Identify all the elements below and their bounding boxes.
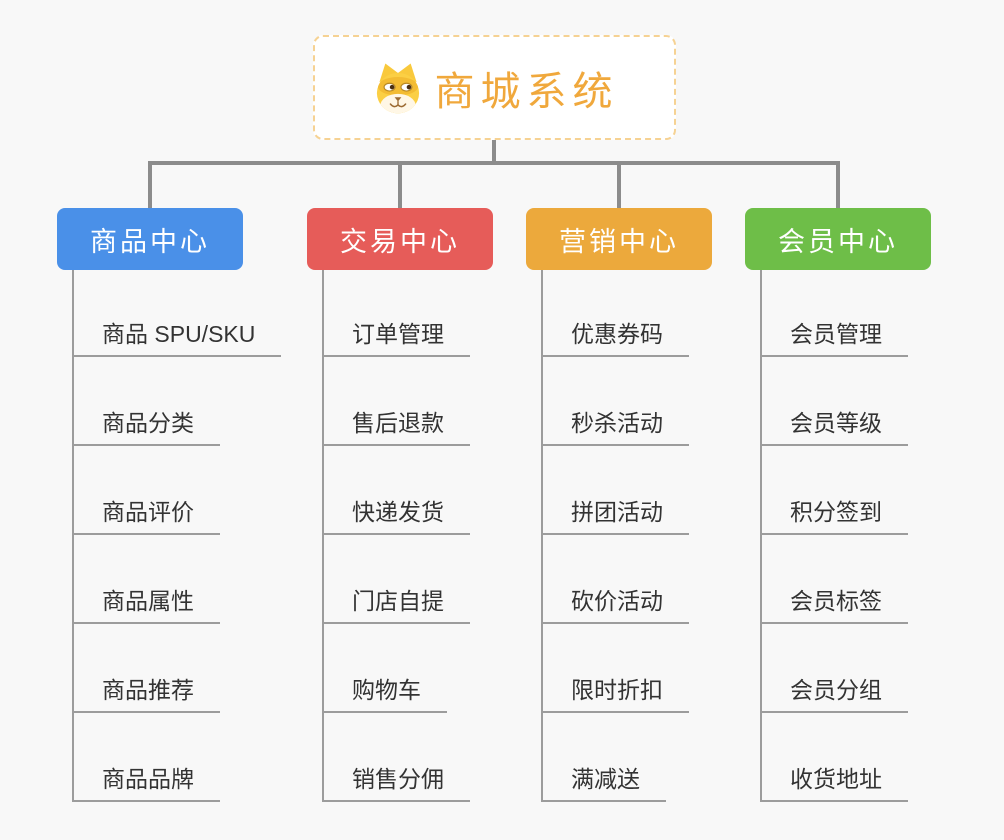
connector-branch-trunk: [760, 270, 762, 800]
leaf-node[interactable]: 优惠券码: [541, 311, 689, 357]
connector-root-stub: [492, 140, 496, 163]
branch-node[interactable]: 营销中心: [526, 208, 712, 270]
leaf-node[interactable]: 售后退款: [322, 400, 470, 446]
connector-branch-drop: [836, 161, 840, 208]
branch-node[interactable]: 会员中心: [745, 208, 931, 270]
connector-branch-drop: [617, 161, 621, 208]
leaf-node[interactable]: 订单管理: [322, 311, 470, 357]
leaf-node[interactable]: 商品评价: [72, 489, 220, 535]
leaf-node[interactable]: 快递发货: [322, 489, 470, 535]
root-node[interactable]: 商城系统: [313, 35, 676, 140]
leaf-node[interactable]: 会员分组: [760, 667, 908, 713]
leaf-node[interactable]: 销售分佣: [322, 756, 470, 802]
connector-branch-trunk: [541, 270, 543, 800]
root-title: 商城系统: [434, 69, 619, 114]
connector-horizontal-rail: [148, 161, 840, 165]
leaf-node[interactable]: 拼团活动: [541, 489, 689, 535]
leaf-node[interactable]: 商品分类: [72, 400, 220, 446]
connector-branch-drop: [148, 161, 152, 208]
leaf-node[interactable]: 门店自提: [322, 578, 470, 624]
leaf-node[interactable]: 收货地址: [760, 756, 908, 802]
leaf-node[interactable]: 砍价活动: [541, 578, 689, 624]
leaf-node[interactable]: 满减送: [541, 756, 666, 802]
leaf-node[interactable]: 会员标签: [760, 578, 908, 624]
leaf-node[interactable]: 积分签到: [760, 489, 908, 535]
leaf-node[interactable]: 限时折扣: [541, 667, 689, 713]
branch-node[interactable]: 交易中心: [307, 208, 493, 270]
leaf-node[interactable]: 商品品牌: [72, 756, 220, 802]
leaf-node[interactable]: 秒杀活动: [541, 400, 689, 446]
leaf-node[interactable]: 商品 SPU/SKU: [72, 311, 282, 357]
leaf-node[interactable]: 商品属性: [72, 578, 220, 624]
leaf-node[interactable]: 会员等级: [760, 400, 908, 446]
connector-branch-trunk: [72, 270, 74, 800]
leaf-node[interactable]: 会员管理: [760, 311, 908, 357]
leaf-node[interactable]: 商品推荐: [72, 667, 220, 713]
connector-branch-trunk: [322, 270, 324, 800]
dog-face-icon: [376, 63, 419, 113]
connector-branch-drop: [398, 161, 402, 208]
branch-node[interactable]: 商品中心: [57, 208, 243, 270]
leaf-node[interactable]: 购物车: [322, 667, 447, 713]
